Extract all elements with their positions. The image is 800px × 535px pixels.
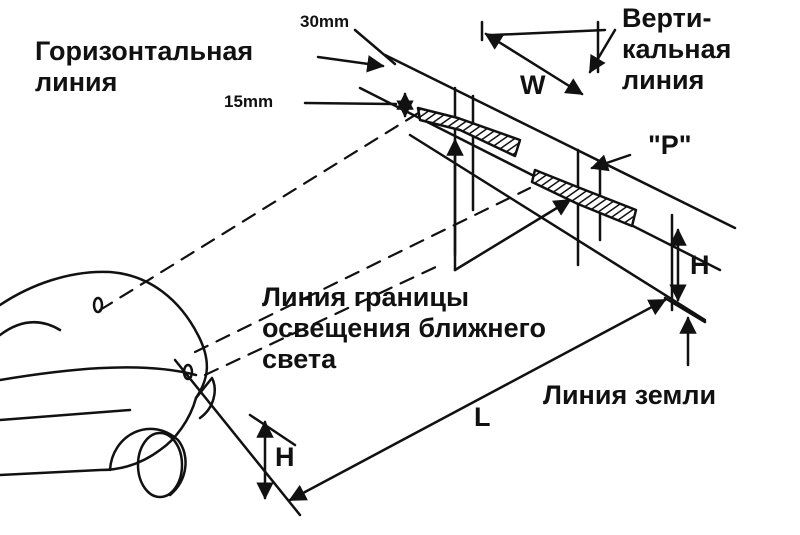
car-headlight-left (92, 296, 104, 314)
vertical-label-leader-2 (588, 28, 617, 74)
ground-line-right (663, 296, 707, 324)
label-cutoff-line-3: света (262, 344, 337, 374)
label-h-left: H (275, 442, 295, 472)
car-wheel-arch (108, 427, 187, 497)
label-horizontal-line: Горизонтальная линия (35, 36, 253, 98)
label-l: L (474, 402, 491, 432)
car-front (194, 376, 216, 420)
label-h-right: H (690, 250, 710, 280)
label-vertical-line: Верти- кальная линия (622, 3, 731, 96)
label-ground-line: Линия земли (543, 380, 717, 410)
w-dimension-line (484, 32, 584, 96)
label-vertical-line-2: кальная (622, 34, 732, 64)
l-ground-line (288, 298, 667, 502)
p-leader (590, 153, 632, 172)
horizontal-line-leader (316, 55, 385, 73)
car-wheel (136, 431, 184, 499)
car-body (0, 270, 209, 477)
label-vertical-line-1: Верти- (622, 3, 712, 33)
label-w: W (520, 70, 546, 100)
15mm-leader (303, 101, 398, 106)
beam-dash-2 (203, 263, 442, 377)
car-headlight-right (182, 363, 194, 381)
label-horizontal-line-1: Горизонтальная (35, 36, 254, 66)
car-roof (0, 320, 62, 337)
vertical-label-leader-1 (491, 28, 607, 37)
car-bumper (0, 408, 132, 422)
label-cutoff-line-2: освещения ближнего (262, 313, 546, 343)
label-horizontal-line-2: линия (35, 67, 118, 97)
ground-line-near (173, 358, 302, 517)
beam-dash-3 (193, 186, 532, 354)
30mm-leader (353, 28, 397, 66)
label-cutoff-line-1: Линия границы (262, 282, 470, 312)
label-30mm: 30mm (300, 12, 350, 31)
wall-ground-line (408, 133, 707, 322)
car-hood (0, 366, 198, 382)
cutoff-leader-2 (453, 198, 572, 272)
beam-dash-1 (98, 110, 422, 312)
h-left-tick (248, 413, 297, 447)
beam-pattern-right (530, 168, 638, 228)
label-cutoff-line: Линия границы освещения ближнего света (262, 282, 546, 375)
label-15mm: 15mm (224, 92, 274, 111)
beam-pattern-left (416, 106, 522, 158)
label-vertical-line-3: линия (622, 65, 705, 95)
wall-top-line (383, 53, 737, 230)
label-point-p: "P" (648, 130, 692, 160)
